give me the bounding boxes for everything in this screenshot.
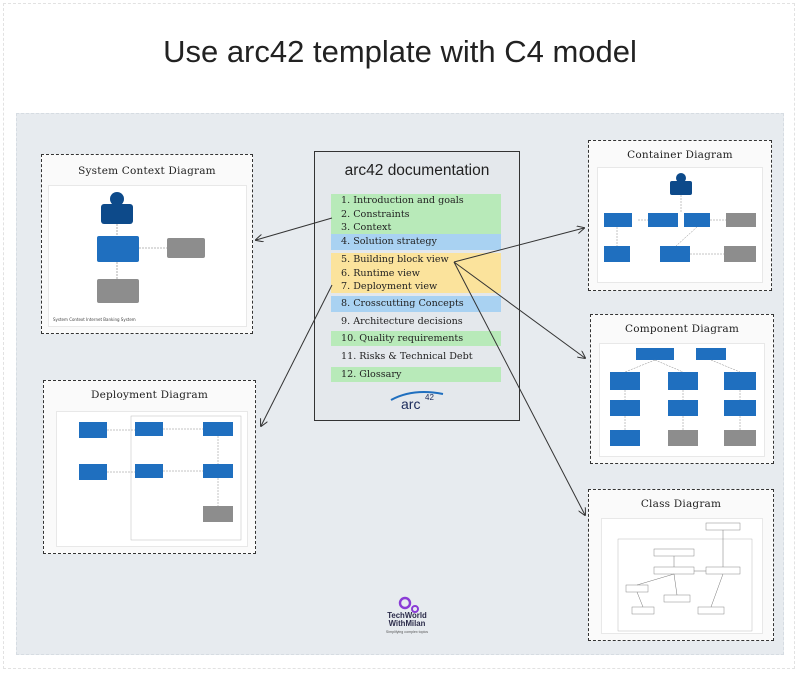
documentation-section-8[interactable]: 8. Crosscutting Concepts [331,296,501,312]
class-frame[interactable]: Class Diagram [588,489,774,641]
container-frame[interactable]: Container Diagram [588,140,772,291]
documentation-section-2[interactable]: 2. Constraints [331,208,501,221]
arrow-to-class [453,261,585,515]
documentation-section-1[interactable]: 1. Introduction and goals [331,194,501,208]
arc42-logo: arc 42 [387,390,447,414]
component-thumbnail [599,343,765,457]
page-title: Use arc42 template with C4 model [163,34,637,69]
container-sketch [604,173,756,262]
arc42-logo-sup: 42 [425,393,434,402]
deployment-sketch [79,415,242,541]
documentation-section-11[interactable]: 11. Risks & Technical Debt [341,351,473,362]
system-context-thumbnail: System Context Internet Banking System [48,185,247,327]
deployment-frame[interactable]: Deployment Diagram [43,380,256,554]
component-frame[interactable]: Component Diagram [590,314,774,464]
credit-tagline: Simplifying complex topics [385,630,429,634]
arc42-logo-text: arc [401,396,421,412]
component-title: Component Diagram [624,323,740,335]
system-context-caption: System Context Internet Banking System [53,317,136,322]
class-thumbnail [601,518,763,634]
documentation-section-7[interactable]: 7. Deployment view [331,280,501,293]
arrow-to-component [453,261,585,358]
author-credit: TechWorld WithMilan Simplifying complex … [384,596,430,634]
deployment-title: Deployment Diagram [90,389,209,401]
class-title: Class Diagram [640,498,722,510]
documentation-section-10[interactable]: 10. Quality requirements [331,331,501,346]
documentation-section-9[interactable]: 9. Architecture decisions [341,316,463,327]
credit-name: TechWorld WithMilan [384,612,430,628]
arc42-swoosh-icon [390,391,444,401]
system-context-sketch: System Context Internet Banking System [53,192,205,322]
system-context-frame[interactable]: System Context Diagram System Context In… [41,154,253,334]
documentation-section-3[interactable]: 3. Context [331,221,501,234]
documentation-section-5[interactable]: 5. Building block view [331,253,501,267]
arrow-to-deployment [261,284,333,426]
page-border [3,3,795,669]
credit-name-line1: TechWorld [387,611,427,620]
documentation-section-4[interactable]: 4. Solution strategy [331,234,501,250]
documentation-title: arc42 documentation [344,162,490,179]
techworld-logo-icon [398,596,419,613]
documentation-section-12[interactable]: 12. Glossary [331,367,501,382]
arrow-to-container [453,228,584,263]
container-title: Container Diagram [627,149,733,161]
container-thumbnail [597,167,763,283]
system-context-title: System Context Diagram [78,165,216,177]
class-sketch [617,522,753,632]
arrow-to-system-context [256,217,333,240]
credit-name-line2: WithMilan [388,619,426,628]
arc42-documentation-card: arc42 documentation 1. Introduction and … [314,151,520,421]
component-sketch [610,348,756,446]
deployment-thumbnail [56,411,248,547]
